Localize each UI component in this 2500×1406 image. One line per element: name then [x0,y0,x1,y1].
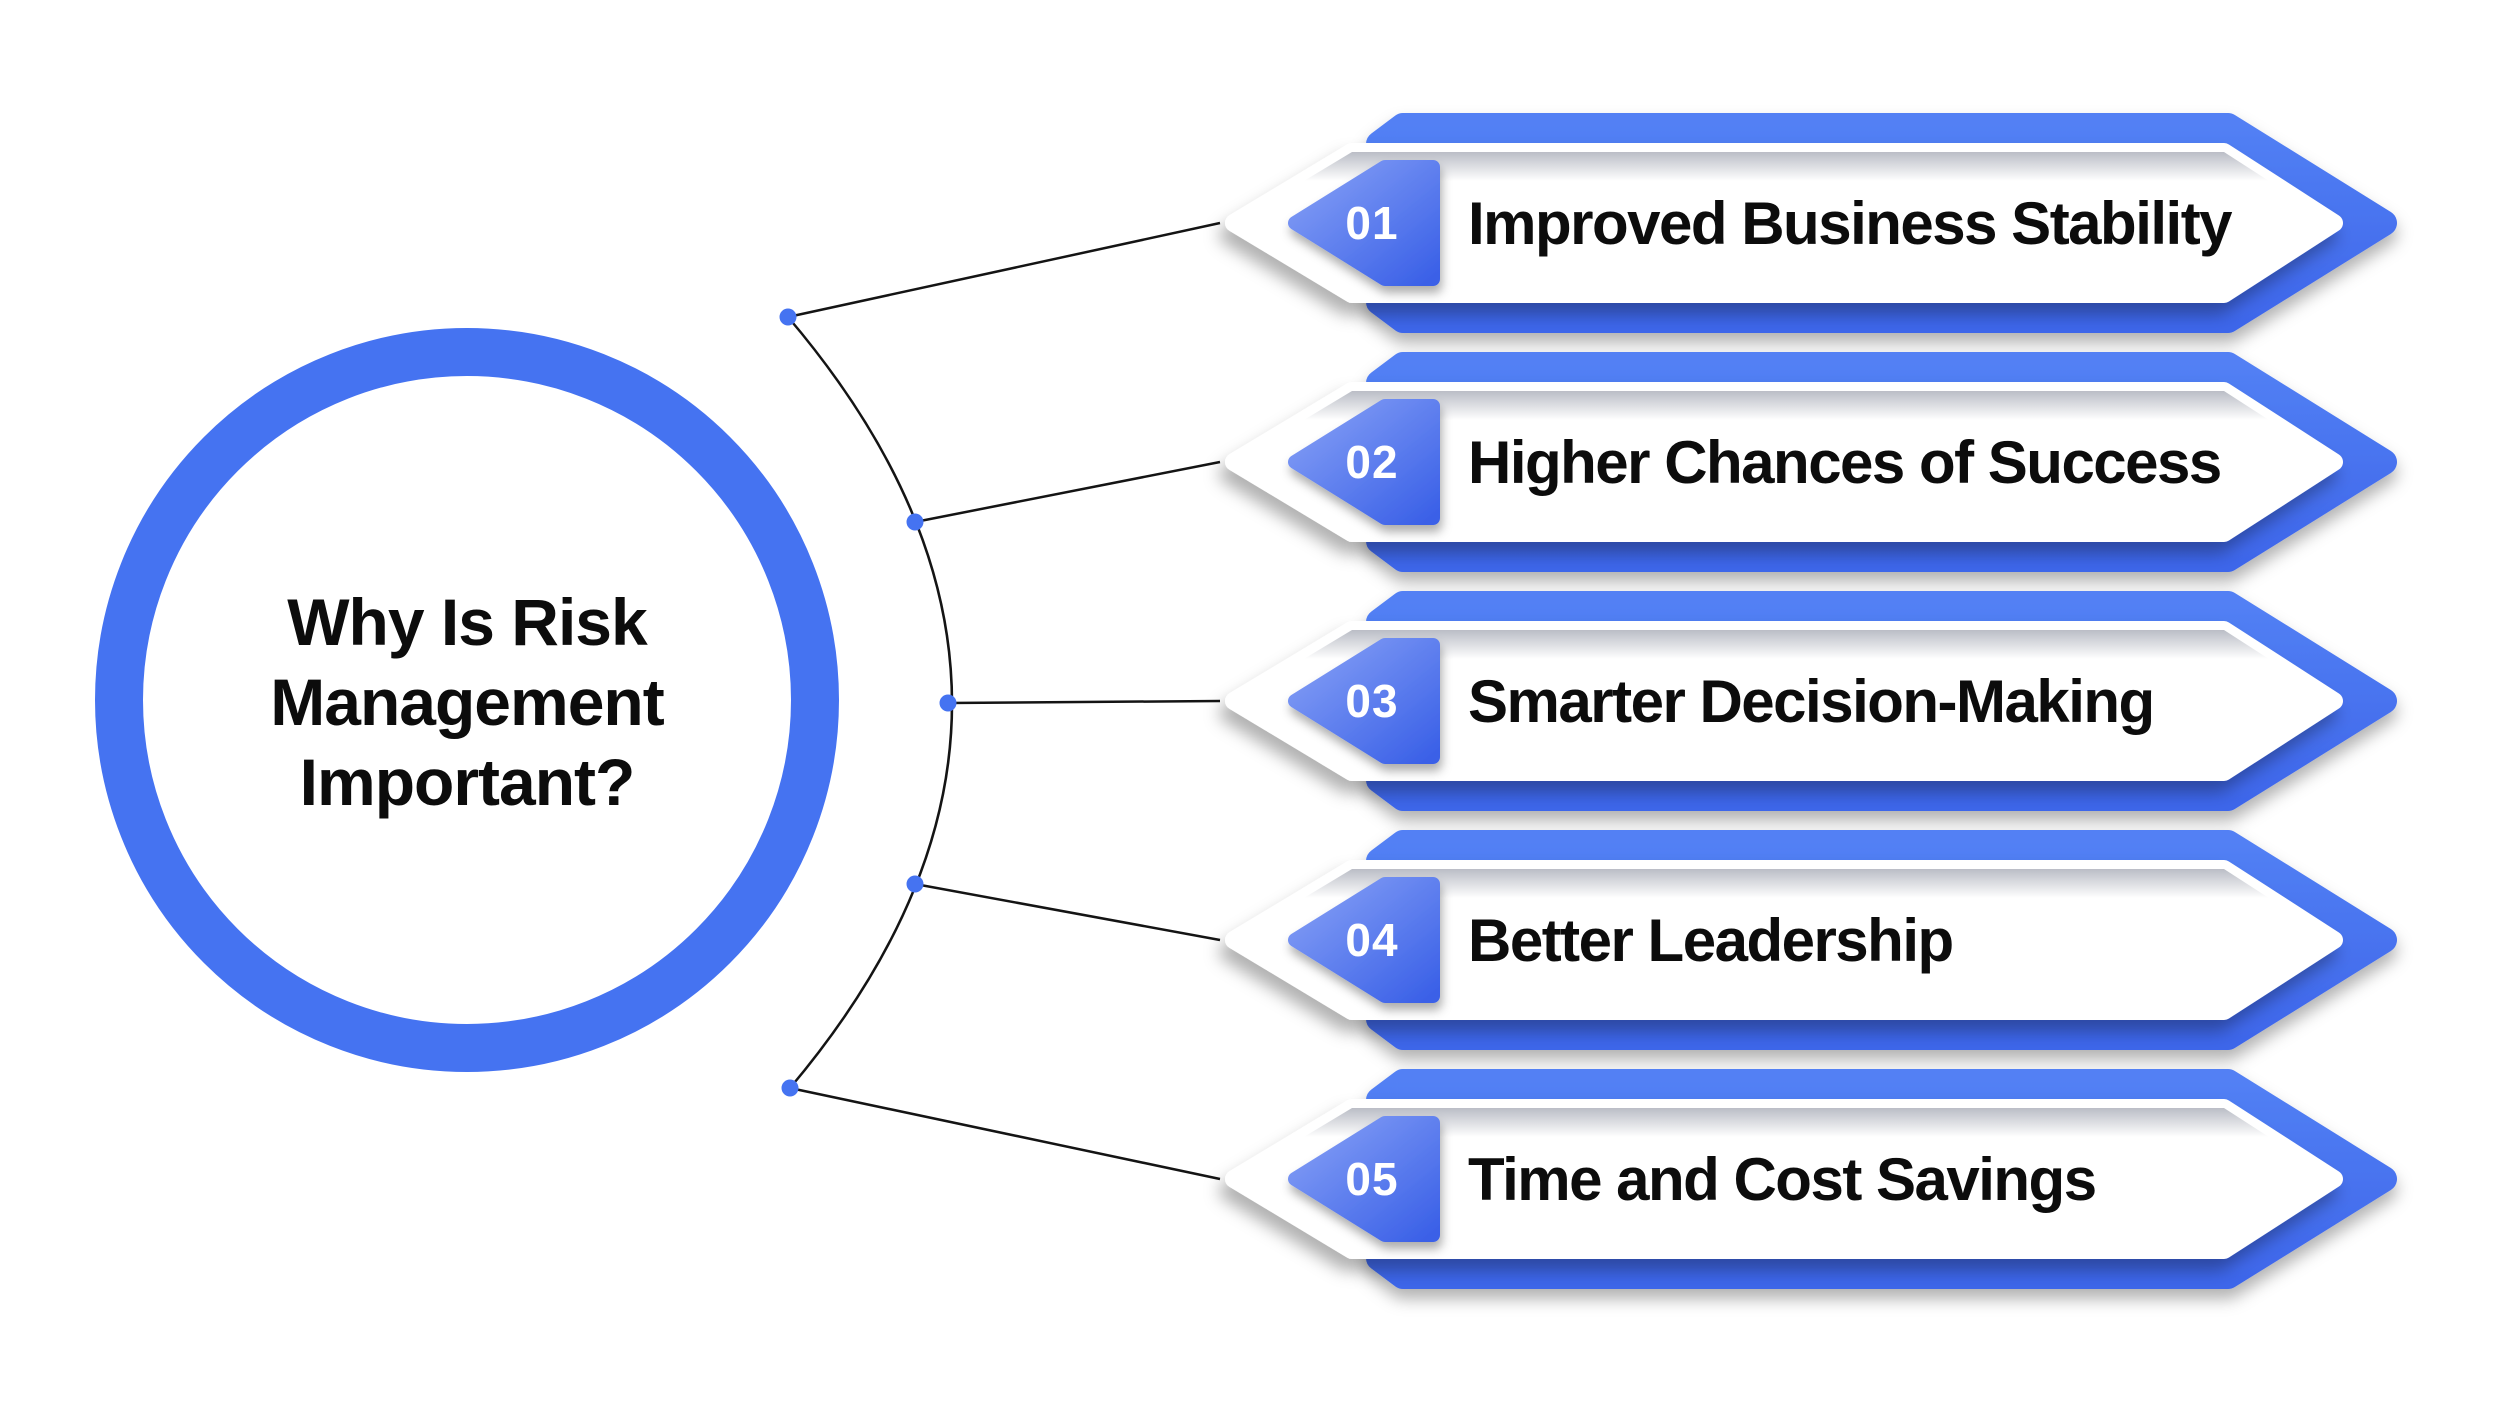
connector-lines [787,221,1221,1181]
center-title-line: Important? [300,745,635,819]
banner-label: Higher Chances of Success [1468,429,2221,496]
connector-dots [779,308,957,1097]
connector-line-5 [789,1086,1221,1181]
badge-number: 04 [1345,914,1398,966]
connector-dot [906,513,924,531]
banner-label: Better Leadership [1468,907,1953,974]
list-item: 02 Higher Chances of Success [1234,352,2397,572]
badge-number: 05 [1345,1153,1398,1205]
number-badge [1288,160,1440,286]
connector-dot [779,308,797,326]
badge-number: 01 [1345,197,1398,249]
badge-number: 03 [1345,675,1398,727]
list-item: 04 Better Leadership [1234,830,2397,1050]
connector-dot [781,1079,799,1097]
connector-line-1 [787,221,1221,319]
connector-dot [939,694,957,712]
center-title-line: Why Is Risk [287,585,648,659]
center-title: Why Is Risk Management Important? [270,585,665,819]
banner-label: Smarter Decision-Making [1468,668,2154,735]
list-item: 01 Improved Business Stability [1234,113,2397,333]
connector-line-2 [914,460,1221,524]
connector-dot [906,875,924,893]
banner-label: Improved Business Stability [1468,190,2233,257]
list-item: 03 Smarter Decision-Making [1234,591,2397,811]
number-badge [1288,877,1440,1003]
number-badge [1288,1116,1440,1242]
center-title-line: Management [270,665,664,739]
connector-line-3 [947,699,1221,705]
banner-label: Time and Cost Savings [1468,1146,2096,1213]
list-item: 05 Time and Cost Savings [1234,1069,2397,1289]
center-circle-ring [95,328,839,1072]
number-badge [1288,638,1440,764]
connector-line-4 [914,882,1221,942]
number-badge [1288,399,1440,525]
badge-number: 02 [1345,436,1398,488]
